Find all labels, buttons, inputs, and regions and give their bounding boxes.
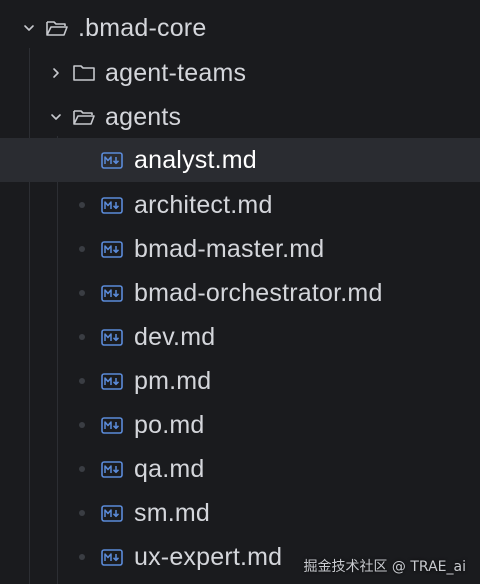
file-label: sm.md xyxy=(134,498,210,527)
folder-icon xyxy=(71,62,97,84)
tree-file-dev[interactable]: dev.md xyxy=(0,315,480,359)
tree-folder-agent-teams[interactable]: agent-teams xyxy=(0,51,480,95)
markdown-file-icon xyxy=(100,150,124,170)
indent-dot xyxy=(79,510,85,516)
tree-folder-bmad-core[interactable]: .bmad-core xyxy=(0,6,480,50)
watermark: 掘金技术社区 @ TRAE_ai xyxy=(303,559,466,575)
folder-open-icon xyxy=(71,106,97,128)
tree-file-qa[interactable]: qa.md xyxy=(0,447,480,491)
file-label: architect.md xyxy=(134,190,273,219)
markdown-file-icon xyxy=(100,327,124,347)
indent-dot xyxy=(79,246,85,252)
file-label: ux-expert.md xyxy=(134,542,283,571)
tree-file-ux-expert[interactable]: ux-expert.md xyxy=(0,535,480,579)
tree-file-architect[interactable]: architect.md xyxy=(0,183,480,227)
folder-label: agents xyxy=(105,102,182,131)
file-label: qa.md xyxy=(134,454,205,483)
folder-open-icon xyxy=(44,17,70,39)
file-label: po.md xyxy=(134,410,205,439)
indent-dot xyxy=(79,202,85,208)
tree-file-analyst[interactable]: analyst.md xyxy=(0,138,480,182)
indent-dot xyxy=(79,290,85,296)
markdown-file-icon xyxy=(100,503,124,523)
chevron-down-icon[interactable] xyxy=(20,19,38,37)
tree-file-sm[interactable]: sm.md xyxy=(0,491,480,535)
folder-label: .bmad-core xyxy=(78,13,207,42)
tree-file-bmad-master[interactable]: bmad-master.md xyxy=(0,227,480,271)
chevron-down-icon[interactable] xyxy=(47,108,65,126)
file-label: analyst.md xyxy=(134,145,257,174)
tree-file-pm[interactable]: pm.md xyxy=(0,359,480,403)
tree-folder-agents[interactable]: agents xyxy=(0,95,480,139)
markdown-file-icon xyxy=(100,239,124,259)
file-label: bmad-master.md xyxy=(134,234,325,263)
folder-label: agent-teams xyxy=(105,58,247,87)
indent-dot xyxy=(79,554,85,560)
markdown-file-icon xyxy=(100,195,124,215)
markdown-file-icon xyxy=(100,459,124,479)
markdown-file-icon xyxy=(100,415,124,435)
file-label: pm.md xyxy=(134,366,212,395)
indent-dot xyxy=(79,334,85,340)
chevron-right-icon[interactable] xyxy=(47,64,65,82)
tree-file-bmad-orchestrator[interactable]: bmad-orchestrator.md xyxy=(0,271,480,315)
markdown-file-icon xyxy=(100,283,124,303)
file-label: dev.md xyxy=(134,322,216,351)
file-label: bmad-orchestrator.md xyxy=(134,278,383,307)
markdown-file-icon xyxy=(100,371,124,391)
indent-guide xyxy=(29,48,30,584)
indent-dot xyxy=(79,378,85,384)
tree-file-po[interactable]: po.md xyxy=(0,403,480,447)
indent-dot xyxy=(79,466,85,472)
indent-guide xyxy=(57,136,58,584)
markdown-file-icon xyxy=(100,547,124,567)
indent-dot xyxy=(79,422,85,428)
